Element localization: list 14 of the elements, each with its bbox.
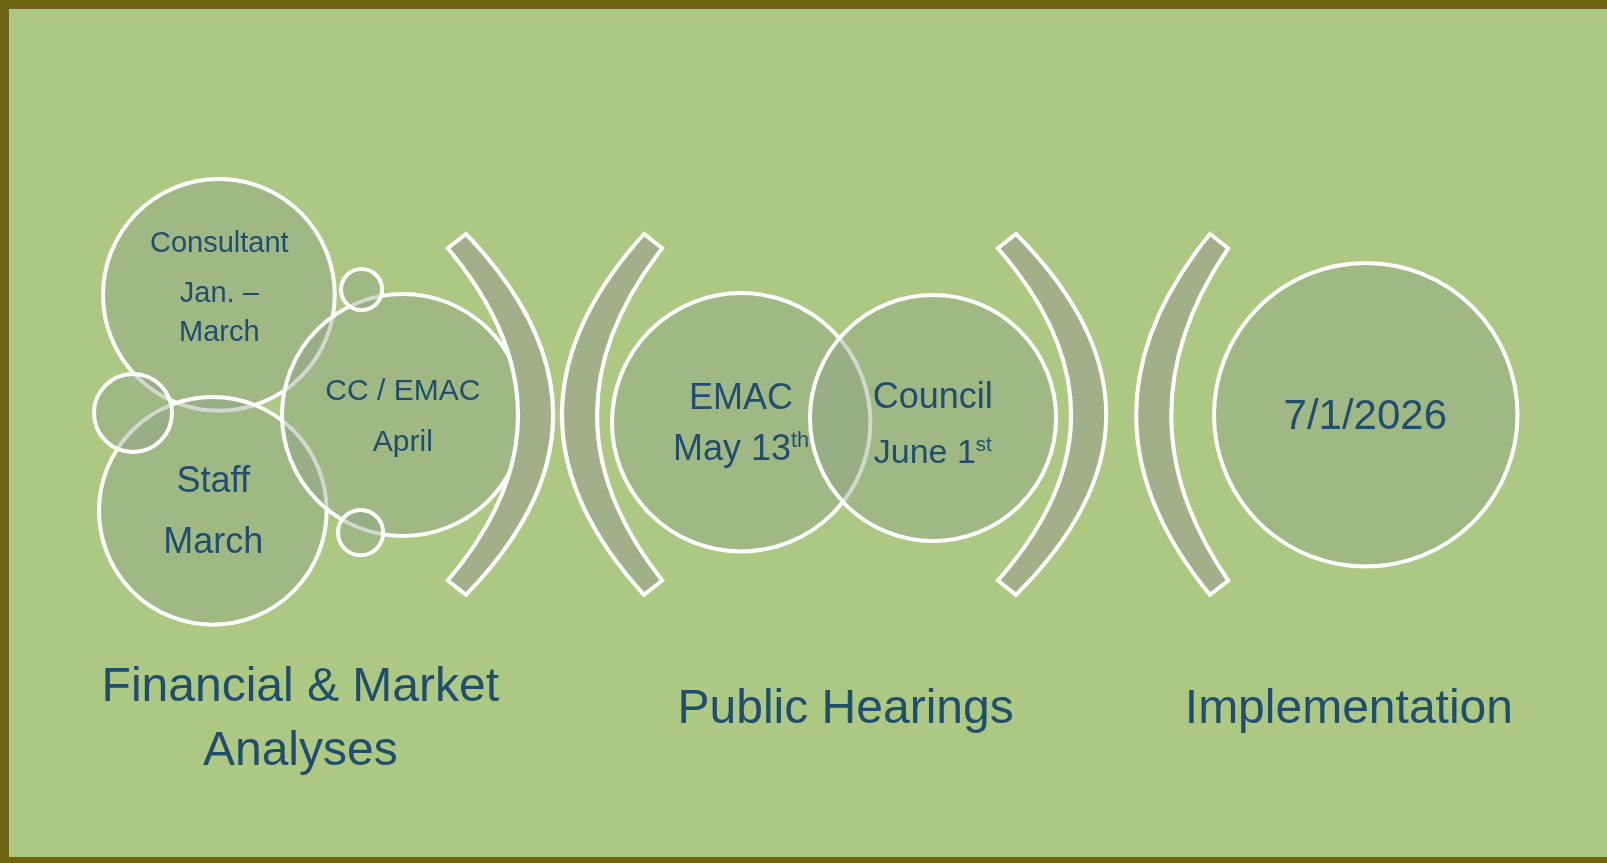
phase-heading: Financial & Market Analyses bbox=[100, 656, 501, 778]
circle-title: CC / EMAC bbox=[325, 373, 481, 407]
circle-date: Jan. – March bbox=[178, 274, 261, 349]
circle-title: 7/1/2026 bbox=[1283, 392, 1448, 439]
circle-title: EMAC bbox=[689, 376, 794, 417]
circle-date: March bbox=[163, 521, 264, 562]
circle-title: Staff bbox=[176, 459, 250, 500]
circle-title: Consultant bbox=[150, 225, 289, 261]
phase-heading: Implementation bbox=[1183, 678, 1514, 735]
circle-title: Council bbox=[872, 375, 993, 416]
circle-date: May 13$^{th}$ bbox=[673, 428, 810, 468]
phase-heading: Public Hearings bbox=[676, 678, 1015, 735]
circle-date: June 1$^{st}$ bbox=[873, 433, 992, 471]
circle-date: April bbox=[372, 424, 433, 458]
